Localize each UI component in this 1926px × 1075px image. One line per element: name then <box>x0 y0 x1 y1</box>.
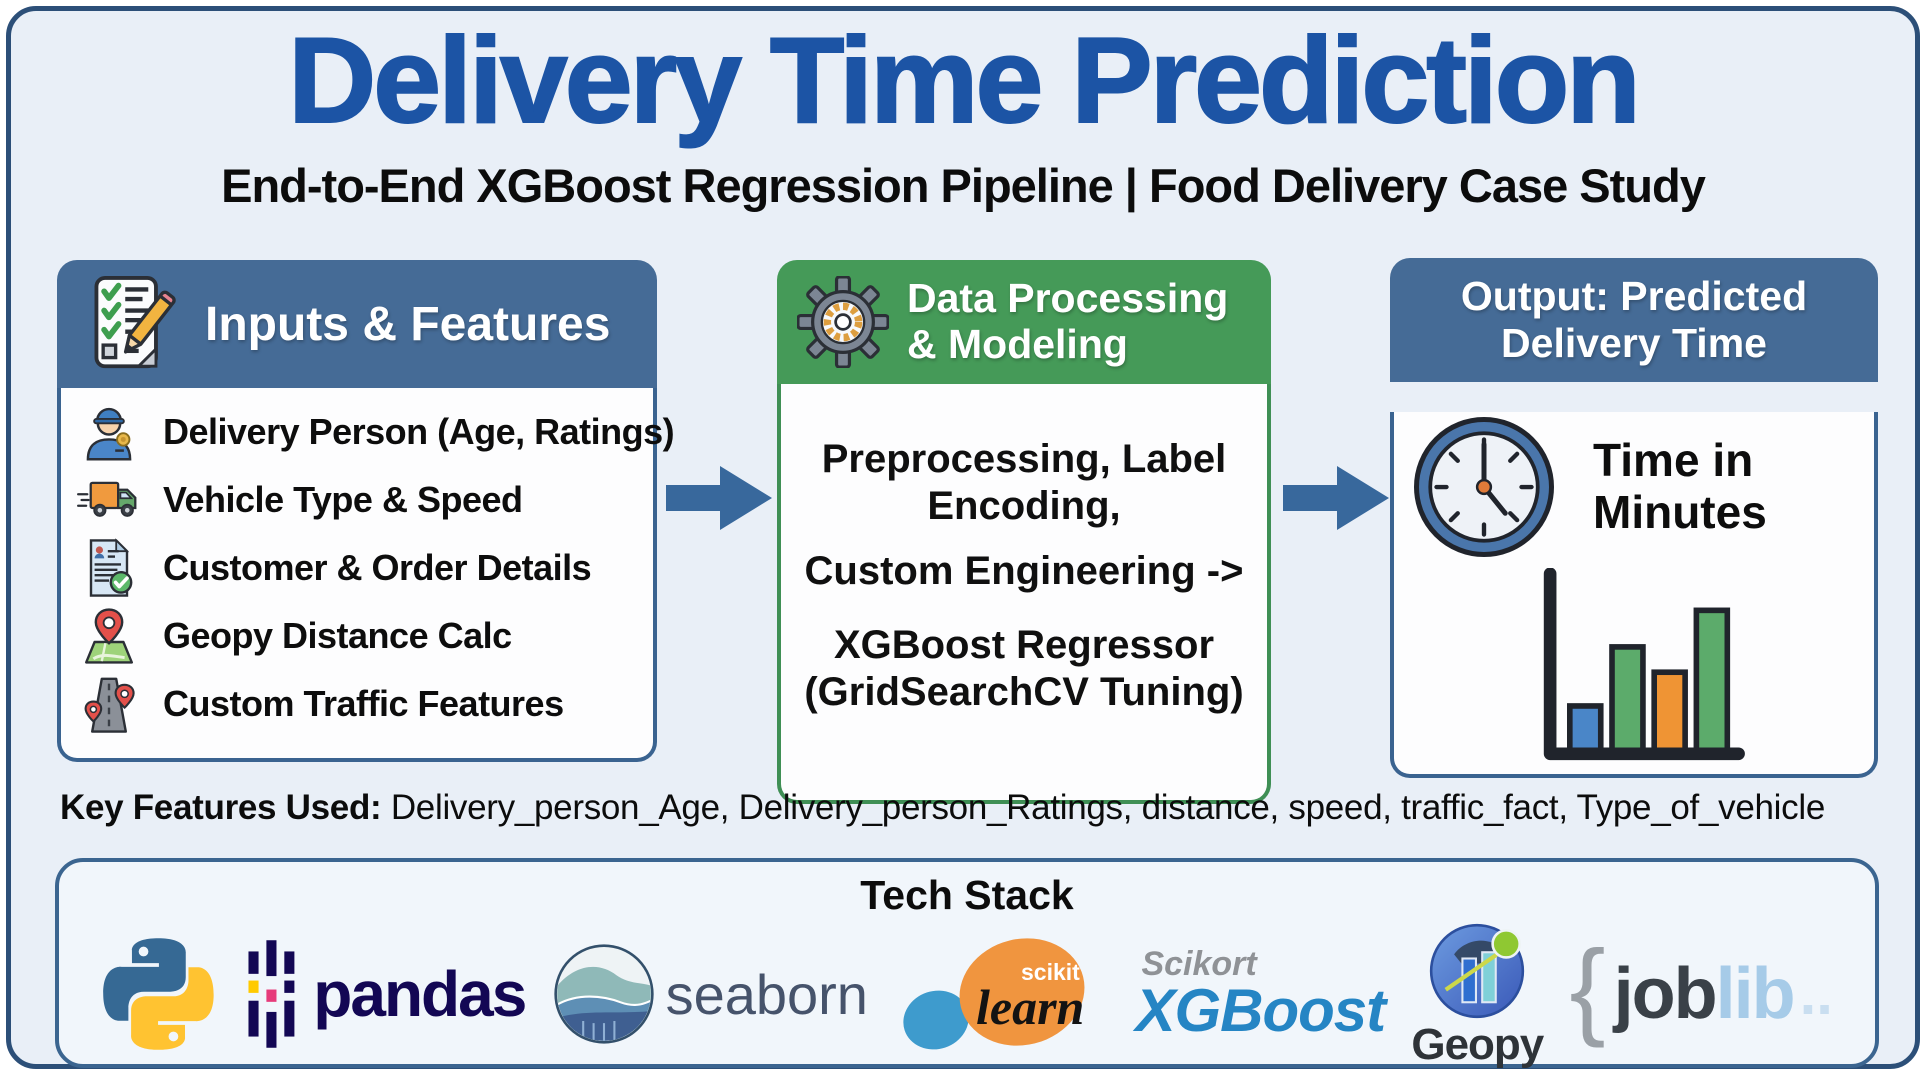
bar-chart-icon <box>1543 568 1745 761</box>
inputs-features-title: Inputs & Features <box>205 297 611 351</box>
list-item: Vehicle Type & Speed <box>61 466 653 534</box>
xgboost-wordmark: XGBoost <box>1135 977 1386 1044</box>
key-features-value: Delivery_person_Age, Delivery_person_Rat… <box>381 788 1825 827</box>
output-title: Output: Predicted Delivery Time <box>1460 272 1808 366</box>
output-chart-row <box>1394 568 1874 768</box>
flow-arrow-icon <box>666 466 772 530</box>
customer-order-icon <box>77 536 141 600</box>
tech-stack-title: Tech Stack <box>860 872 1074 918</box>
pandas-logo: pandas <box>243 938 527 1050</box>
output-time-row: Time in Minutes <box>1394 412 1874 562</box>
processing-step-text: XGBoost Regressor (GridSearchCV Tuning) <box>804 622 1244 714</box>
geopy-map-pin-icon <box>77 604 141 668</box>
list-item: Geopy Distance Calc <box>61 602 653 670</box>
output-header: Output: Predicted Delivery Time <box>1390 258 1878 382</box>
inputs-features-header: Inputs & Features <box>57 260 657 388</box>
seaborn-wordmark: seaborn <box>665 962 868 1026</box>
output-body: Time in Minutes <box>1390 412 1878 778</box>
learn-text: learn <box>976 979 1084 1035</box>
output-box: Output: Predicted Delivery Time <box>1390 258 1878 778</box>
geopy-wordmark: Geopy <box>1411 1020 1544 1069</box>
scikit-learn-logo: scikit learn <box>894 932 1109 1057</box>
list-item: Delivery Person (Age, Ratings) <box>61 398 675 466</box>
data-processing-body: Preprocessing, Label Encoding, Custom En… <box>777 384 1271 804</box>
scikit-learn-icon: scikit learn <box>903 937 1085 1049</box>
inputs-features-box: Inputs & Features Delivery Person (Age, … <box>57 260 675 762</box>
pandas-wordmark: pandas <box>313 958 527 1030</box>
python-icon <box>103 938 214 1050</box>
traffic-road-icon <box>77 672 141 736</box>
seaborn-logo: seaborn <box>552 942 868 1046</box>
checklist-pencil-icon <box>94 276 176 369</box>
feature-label: Geopy Distance Calc <box>163 615 512 656</box>
seaborn-icon <box>553 944 654 1044</box>
gear-icon <box>797 276 889 368</box>
joblib-logo: { job lib .. <box>1570 934 1833 1048</box>
joblib-wordmark-light: lib <box>1715 954 1796 1034</box>
geopy-logo: Geopy <box>1411 921 1544 1069</box>
page-title: Delivery Time Prediction <box>287 11 1642 149</box>
delivery-person-icon <box>77 400 141 464</box>
clock-icon <box>1414 417 1554 557</box>
pandas-icon <box>248 940 295 1048</box>
joblib-dots: .. <box>1799 960 1833 1027</box>
flow-arrow-icon <box>1283 466 1389 530</box>
data-processing-box: Data Processing & Modeling Preprocessing… <box>777 260 1271 804</box>
processing-step-text: Preprocessing, Label Encoding, <box>821 437 1227 529</box>
xgboost-logo: Scikort XGBoost <box>1135 945 1386 1044</box>
list-item: Custom Traffic Features <box>61 670 653 738</box>
python-logo <box>101 936 217 1052</box>
geopy-icon <box>1430 923 1525 1019</box>
processing-step-text: Custom Engineering -> <box>804 549 1244 594</box>
xgboost-top-text: Scikort <box>1141 945 1257 983</box>
key-features-line: Key Features Used: Delivery_person_Age, … <box>60 788 1880 828</box>
feature-label: Delivery Person (Age, Ratings) <box>163 411 675 452</box>
inputs-features-body: Delivery Person (Age, Ratings) <box>57 388 675 762</box>
feature-label: Custom Traffic Features <box>163 683 564 724</box>
time-in-minutes-label: Time in Minutes <box>1593 434 1767 538</box>
list-item: Customer & Order Details <box>61 534 653 602</box>
page-subtitle: End-to-End XGBoost Regression Pipeline |… <box>221 159 1706 212</box>
delivery-truck-icon <box>77 468 141 532</box>
tech-stack-box: Tech Stack <box>55 858 1879 1068</box>
feature-label: Vehicle Type & Speed <box>163 479 523 520</box>
feature-label: Customer & Order Details <box>163 547 592 588</box>
joblib-wordmark-dark: job <box>1613 954 1718 1034</box>
joblib-brace: { <box>1569 927 1606 1048</box>
data-processing-title: Data Processing & Modeling <box>907 275 1229 367</box>
scikit-text: scikit <box>1021 959 1080 985</box>
key-features-label: Key Features Used: <box>60 788 382 827</box>
tech-stack-logo-row: pandas <box>59 919 1875 1067</box>
data-processing-header: Data Processing & Modeling <box>777 260 1271 384</box>
